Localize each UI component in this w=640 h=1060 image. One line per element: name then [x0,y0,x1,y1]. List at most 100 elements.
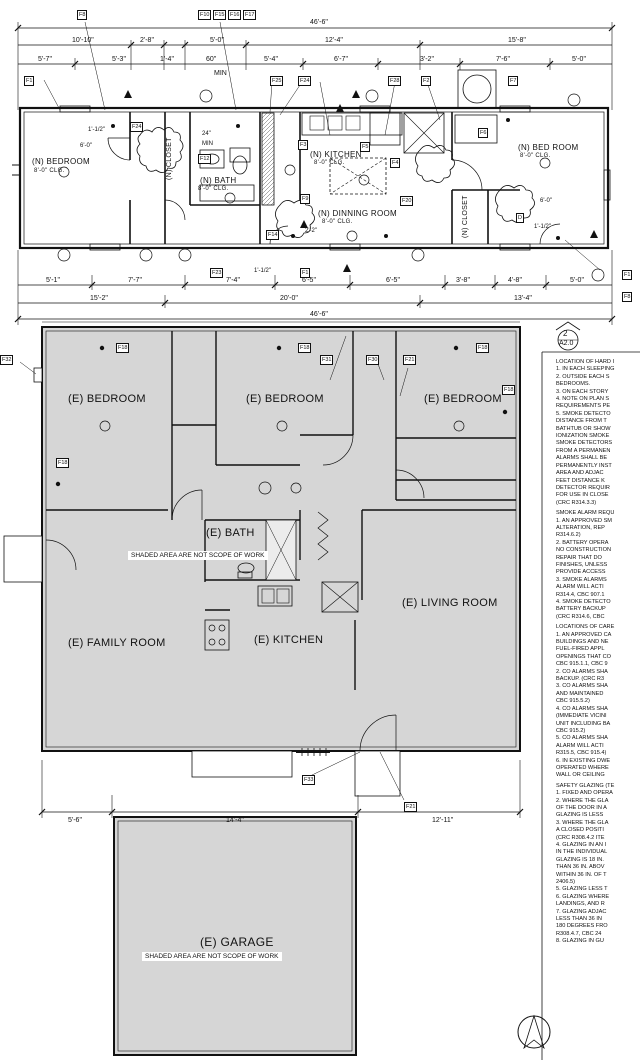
inner-dim-8: 1'-1/2" [534,224,551,230]
tag-f30: F30 [366,355,380,365]
top-dim-4: 12'-4" [325,37,343,44]
room-bath-new: (N) BATH [200,176,237,185]
room-bedroom-right-clg: 8'-0" CLG. [520,153,551,159]
tag-f1-top: F1 [24,76,35,86]
tag-f18-b: F18 [298,343,312,353]
notes-line: UNIT INCLUDING BA [556,720,611,727]
top-dim2-8: 7'-6" [496,56,510,63]
room-bedroom-2: (E) BEDROOM [246,393,324,405]
notes-line: 1. AN APPROVED CA [556,631,612,638]
top-dim2-9: 5'-0" [572,56,586,63]
notes-line: 1. FIXED AND OPERA [556,790,613,797]
inner-dim-7: 6'-0" [540,198,552,204]
notes-frame [517,321,640,1060]
notes-line: IN THE INDIVIDUAL [556,849,608,856]
notes-line: BATTERY BACKUP [556,606,606,613]
notes-line: DETECTOR REQUIR [556,484,610,491]
top-dim2-7: 3'-2" [420,56,434,63]
notes-line: PROVIDE ACCESS [556,569,606,576]
inner-dim-2: 6'-0" [80,143,92,149]
detail-number: 2 [563,329,568,338]
room-dining-new-clg: 8'-0" CLG. [322,219,353,225]
top-dim-3: 5'-0" [210,37,224,44]
house-dim-2: 14'-4" [226,817,244,824]
notes-line: BUILDINGS AND NE [556,639,609,646]
tag-f16: F16 [228,10,242,20]
bottom-dim2-3: 13'-4" [514,295,532,302]
room-dining-new: (N) DINNING ROOM [318,209,398,218]
notes-line: 4. CO ALARMS SHA [556,705,608,712]
tag-f1-bottom: F1 [300,268,311,278]
room-bath-new-clg: 8'-0" CLG. [198,186,229,192]
notes-heading: SMOKE ALARM REQU [556,510,615,517]
notes-line: ALARMS SHALL BE [556,455,608,462]
notes-line: (CRC R308.4.2 ITE [556,834,605,841]
notes-line: 8. GLAZING IN GU [556,938,604,945]
notes-line: (IMMEDIATE VICINI [556,713,607,720]
bottom-dim-3: 7'-4" [226,277,240,284]
notes-line: ALARM WILL ACTI [556,742,604,749]
tag-f17: F17 [243,10,257,20]
notes-heading: LOCATION OF HARD I [556,359,615,365]
tag-f24-top: F24 [298,76,312,86]
tag-f15: F15 [213,10,227,20]
notes-line: LANDINGS, AND R [556,901,605,908]
notes-line: 3. ON EACH STORY [556,388,609,395]
room-bedroom-1: (E) BEDROOM [68,393,146,405]
notes-line: R314.4, CBC 907.1 [556,591,605,598]
tag-f1-right: F1 [622,270,633,280]
new-floor-plan [12,21,616,325]
detail-callout: 2 A2.0 [553,329,585,351]
tag-f18-c: F18 [476,343,490,353]
notes-line: FEET DISTANCE K [556,477,605,484]
bottom-dim-5: 6'-5" [386,277,400,284]
notes-line: WITHIN 36 IN. OF T [556,871,607,878]
notes-line: FOR USE IN CLOSE [556,492,609,499]
tag-d: D [516,213,524,223]
notes-line: R308.4.7, CBC 24 [556,930,602,937]
notes-line: REQUIREMENTS PE [556,403,611,410]
tag-f21-b: F21 [404,802,418,812]
shaded-note-house: SHADED AREA ARE NOT SCOPE OF WORK [128,551,268,560]
notes-line: FUEL-FIRED APPL [556,646,605,653]
notes-line: BATHTUB OR SHOW [556,425,611,432]
tag-f20: F20 [400,196,414,206]
tag-f14: F14 [266,230,280,240]
notes-line: BEDROOMS. [556,381,591,388]
tag-f4: F4 [390,158,401,168]
room-bedroom-right: (N) BED ROOM [518,143,579,152]
room-bedroom-left: (N) BEDROOM [32,157,90,166]
notes-line: 180 DEGREES FRO [556,923,608,930]
room-kitchen-new-clg: 8'-0" CLG. [314,160,345,166]
notes-line: (CRC R314.3.3) [556,499,597,506]
notes-line: 3. CO ALARMS SHA [556,683,608,690]
tag-f18-e: F18 [56,458,70,468]
tag-f3: F3 [298,140,309,150]
top-dim2-4: 60" [206,56,217,63]
notes-line: THAN 36 IN. ABOV [556,864,605,871]
notes-line: REPAIR THAT DO [556,554,602,561]
bottom-dim2-1: 15'-2" [90,295,108,302]
room-family: (E) FAMILY ROOM [68,637,166,649]
notes-line: (CRC R314.6, CBC [556,613,605,620]
notes-line: 6. GLAZING WHERE [556,893,610,900]
inner-dim-1: 1'-1/2" [88,127,105,133]
shaded-note-garage: SHADED AREA ARE NOT SCOPE OF WORK [142,952,282,961]
notes-line: OF THE DOOR IN A [556,804,607,811]
bottom-dim-2: 7'-7" [128,277,142,284]
notes-line: 3. WHERE THE GLA [556,819,609,826]
notes-line: DISTANCE FROM T [556,418,607,425]
tag-f33: F33 [302,775,316,785]
bottom-dim2-2: 20'-0" [280,295,298,302]
top-dim2-5: 5'-4" [264,56,278,63]
notes-line: 5. SMOKE DETECTO [556,410,611,417]
notes-line: FINISHES, UNLESS [556,561,608,568]
inner-dim-3: 24" [202,131,211,137]
notes-line: ALTERATION, REP [556,524,605,531]
top-dim-2: 2'-8" [140,37,154,44]
notes-line: 6. IN EXISTING DWE [556,757,611,764]
notes-line: PERMANENTLY INST [556,462,612,469]
notes-line: 2. OUTSIDE EACH S [556,373,610,380]
notes-line: 4. GLAZING IN AN I [556,842,607,848]
